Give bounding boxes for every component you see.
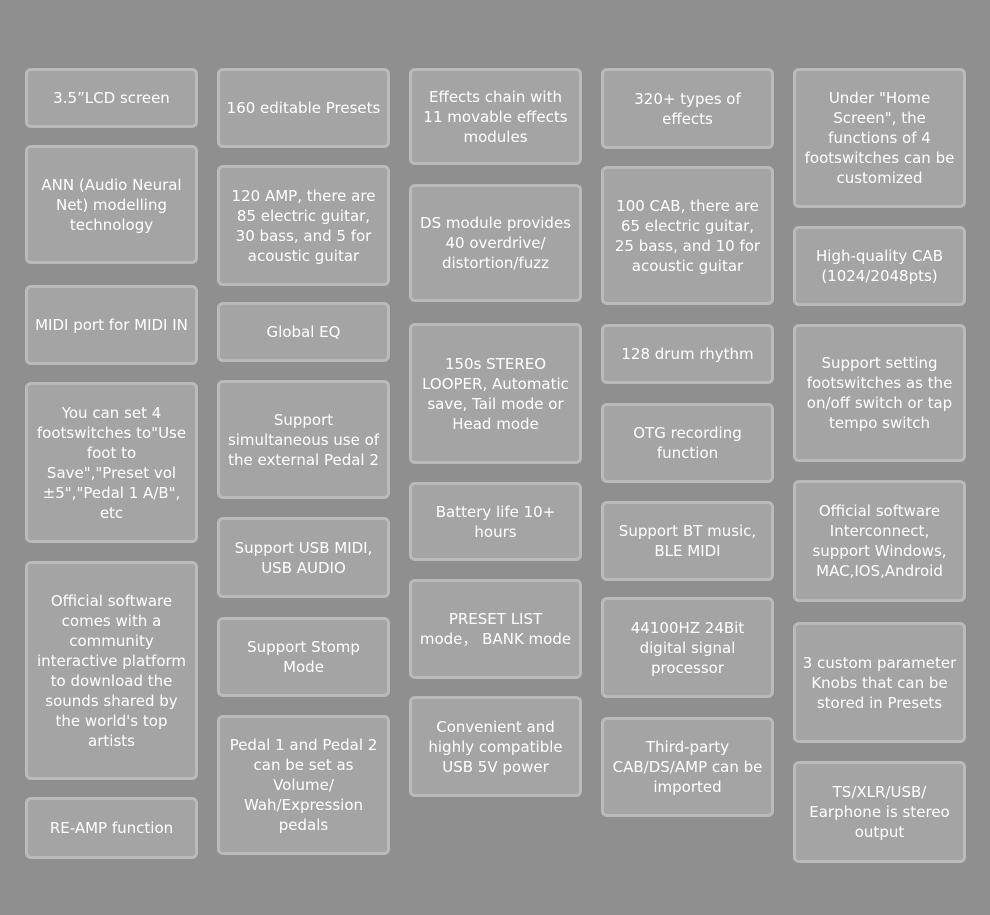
feature-card-usb-midi-audio: Support USB MIDI, USB AUDIO — [217, 517, 390, 598]
feature-card-tap-tempo: Support setting footswitches as the on/o… — [793, 324, 966, 462]
feature-text: 150s STEREO LOOPER, Automatic save, Tail… — [422, 354, 569, 433]
feature-card-home-screen-footswitches: Under "Home Screen", the functions of 4 … — [793, 68, 966, 208]
feature-text: High-quality CAB (1024/2048pts) — [816, 247, 943, 285]
feature-card-high-quality-cab: High-quality CAB (1024/2048pts) — [793, 226, 966, 306]
feature-text: Under "Home Screen", the functions of 4 … — [804, 89, 955, 187]
feature-card-reamp: RE-AMP function — [25, 797, 198, 859]
feature-text: TS/XLR/USB/ Earphone is stereo output — [809, 783, 950, 841]
feature-text: DS module provides 40 overdrive/ distort… — [420, 214, 571, 272]
feature-text: Support simultaneous use of the external… — [227, 410, 380, 469]
feature-card-global-eq: Global EQ — [217, 302, 390, 362]
feature-text: Effects chain with 11 movable effects mo… — [423, 87, 568, 146]
feature-text: Support setting footswitches as the on/o… — [806, 354, 953, 432]
feature-card-presets: 160 editable Presets — [217, 68, 390, 148]
feature-text: Battery life 10+ hours — [435, 502, 556, 541]
feature-card-otg-recording: OTG recording function — [601, 403, 774, 483]
feature-card-preset-list-mode: PRESET LIST mode， BANK mode — [409, 579, 582, 679]
feature-text: 320+ types of effects — [634, 89, 741, 128]
feature-text: 3 custom parameter Knobs that can be sto… — [802, 653, 957, 712]
feature-text: RE-AMP function — [49, 819, 174, 837]
feature-card-effect-types: 320+ types of effects — [601, 68, 774, 149]
feature-card-ann-modelling: ANN (Audio Neural Net) modelling technol… — [25, 145, 198, 264]
feature-card-usb-power: Convenient and highly compatible USB 5V … — [409, 696, 582, 797]
feature-card-pedal-modes: Pedal 1 and Pedal 2 can be set as Volume… — [217, 715, 390, 855]
feature-card-cab-models: 100 CAB, there are 65 electric guitar, 2… — [601, 166, 774, 305]
feature-card-lcd-screen: 3.5”LCD screen — [25, 68, 198, 128]
feature-text: 100 CAB, there are 65 electric guitar, 2… — [614, 196, 761, 275]
feature-text: MIDI port for MIDI IN — [35, 316, 188, 334]
feature-card-stomp-mode: Support Stomp Mode — [217, 617, 390, 697]
feature-text: Support Stomp Mode — [247, 638, 360, 676]
feature-card-dsp: 44100HZ 24Bit digital signal processor — [601, 597, 774, 698]
feature-card-external-pedal: Support simultaneous use of the external… — [217, 380, 390, 499]
feature-card-stereo-output: TS/XLR/USB/ Earphone is stereo output — [793, 761, 966, 863]
feature-card-effects-chain: Effects chain with 11 movable effects mo… — [409, 68, 582, 165]
feature-text: Convenient and highly compatible USB 5V … — [428, 717, 563, 776]
feature-card-community-platform: Official software comes with a community… — [25, 561, 198, 780]
feature-text: Pedal 1 and Pedal 2 can be set as Volume… — [229, 736, 378, 834]
feature-card-third-party-import: Third-party CAB/DS/AMP can be imported — [601, 717, 774, 817]
feature-text: Support USB MIDI, USB AUDIO — [234, 538, 373, 577]
feature-card-looper: 150s STEREO LOOPER, Automatic save, Tail… — [409, 323, 582, 464]
feature-card-amp-models: 120 AMP, there are 85 electric guitar, 3… — [217, 165, 390, 286]
feature-card-midi-port: MIDI port for MIDI IN — [25, 285, 198, 365]
feature-text: OTG recording function — [633, 424, 742, 462]
feature-text: 3.5”LCD screen — [53, 89, 170, 107]
feature-text: Official software Interconnect, support … — [812, 502, 947, 580]
feature-card-custom-knobs: 3 custom parameter Knobs that can be sto… — [793, 622, 966, 743]
feature-card-drum-rhythm: 128 drum rhythm — [601, 324, 774, 384]
feature-card-battery-life: Battery life 10+ hours — [409, 482, 582, 561]
feature-card-ds-module: DS module provides 40 overdrive/ distort… — [409, 184, 582, 302]
feature-text: Official software comes with a community… — [36, 591, 187, 750]
feature-text: Global EQ — [266, 323, 341, 341]
feature-text: PRESET LIST mode， BANK mode — [419, 610, 572, 648]
feature-text: You can set 4 footswitches to"Use foot t… — [36, 403, 187, 522]
feature-text: 128 drum rhythm — [621, 345, 754, 363]
feature-card-footswitch-settings: You can set 4 footswitches to"Use foot t… — [25, 382, 198, 543]
feature-card-software-interconnect: Official software Interconnect, support … — [793, 480, 966, 602]
feature-card-bt-music: Support BT music, BLE MIDI — [601, 501, 774, 581]
feature-text: 120 AMP, there are 85 electric guitar, 3… — [231, 186, 376, 265]
feature-text: Support BT music, BLE MIDI — [618, 522, 757, 560]
feature-text: Third-party CAB/DS/AMP can be imported — [612, 738, 763, 796]
feature-text: 160 editable Presets — [226, 99, 381, 117]
feature-text: 44100HZ 24Bit digital signal processor — [630, 618, 745, 677]
feature-text: ANN (Audio Neural Net) modelling technol… — [41, 175, 182, 234]
